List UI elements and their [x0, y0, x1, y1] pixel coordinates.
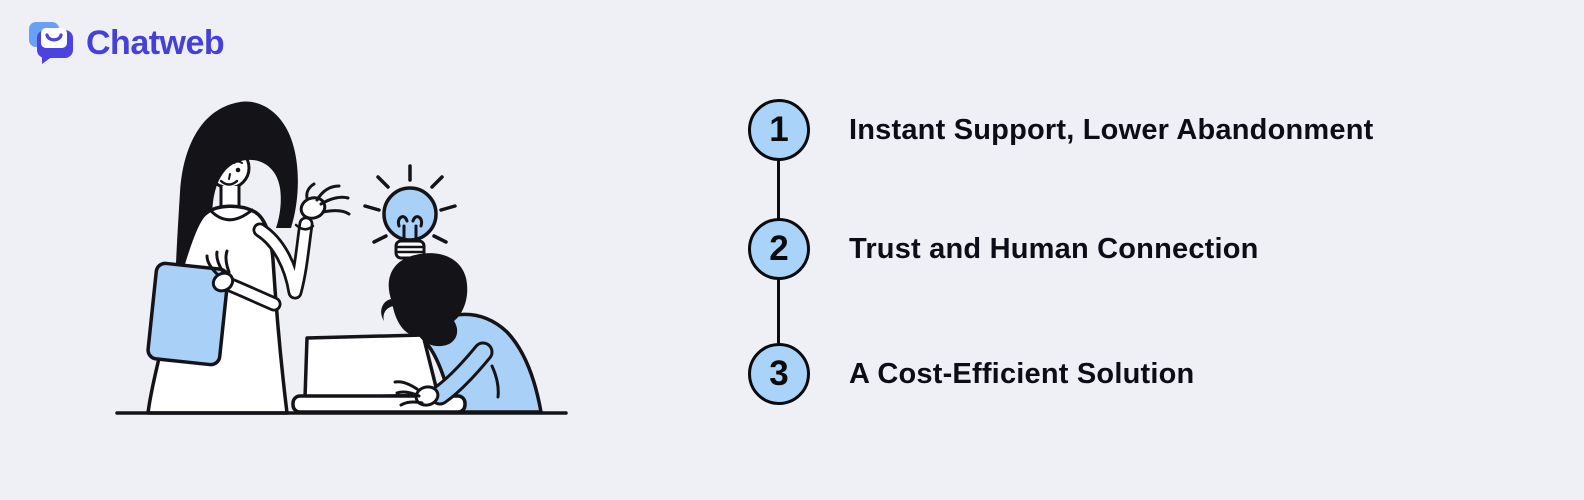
step-number-badge: 1 — [748, 99, 810, 161]
woman-figure — [146, 101, 351, 415]
boy-figure — [291, 253, 543, 414]
chat-bubble-smile-icon — [28, 21, 74, 65]
step-item-2: 2 Trust and Human Connection — [748, 218, 1259, 280]
step-item-1: 1 Instant Support, Lower Abandonment — [748, 99, 1373, 161]
step-number-badge: 3 — [748, 343, 810, 405]
step-item-3: 3 A Cost-Efficient Solution — [748, 343, 1194, 405]
steps-list: 1 Instant Support, Lower Abandonment 2 T… — [748, 99, 1548, 439]
lightbulb-icon — [363, 164, 457, 266]
logo-text: Chatweb — [86, 24, 225, 62]
step-label: A Cost-Efficient Solution — [849, 357, 1195, 390]
step-label: Trust and Human Connection — [849, 232, 1259, 265]
tablet-icon — [146, 261, 230, 367]
step-label: Instant Support, Lower Abandonment — [849, 113, 1374, 146]
hero-illustration — [115, 101, 568, 415]
step-number-badge: 2 — [748, 218, 810, 280]
logo[interactable]: Chatweb — [28, 21, 225, 65]
